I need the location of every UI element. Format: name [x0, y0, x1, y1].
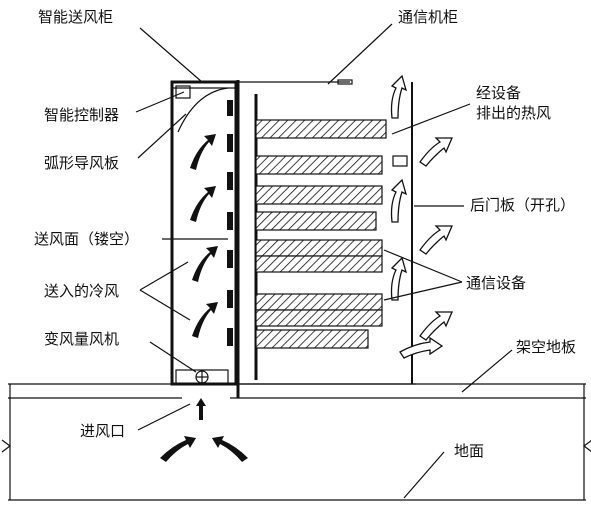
label-comm-equipment: 通信设备 — [466, 274, 526, 292]
hot-air-arrow-icon — [390, 74, 408, 119]
cold-air-arrows — [190, 134, 218, 338]
label-comm-cabinet: 通信机柜 — [398, 8, 458, 26]
vav-fan — [175, 369, 229, 385]
label-hot-air-2: 排出的热风 — [476, 104, 551, 122]
hot-air-arrow-icon — [399, 336, 444, 359]
cold-air-arrow-icon — [190, 186, 216, 222]
label-air-inlet: 进风口 — [80, 422, 125, 440]
hot-air-arrows — [390, 74, 453, 359]
hot-air-arrow-icon — [419, 311, 453, 341]
leader-lines — [135, 23, 513, 499]
inlet-arrow-icon — [160, 436, 196, 462]
label-rear-door: 后门板（开孔） — [470, 196, 575, 214]
smart-supply-cabinet — [170, 80, 238, 386]
cold-air-arrow-icon — [190, 134, 216, 170]
cold-air-arrow-icon — [192, 302, 218, 338]
label-hot-air-1: 经设备 — [476, 84, 521, 102]
label-cold-air: 送入的冷风 — [44, 282, 119, 300]
smart-controller — [175, 85, 191, 99]
inlet-arrow-icon — [196, 398, 206, 420]
arc-guide-plate — [177, 87, 229, 133]
label-vav-fan: 变风量风机 — [44, 330, 119, 348]
supply-face-perforated — [227, 100, 233, 346]
label-arc-guide: 弧形导风板 — [44, 154, 119, 172]
hot-air-arrow-icon — [390, 256, 408, 301]
label-supply-face: 送风面（镂空） — [34, 230, 139, 248]
label-smart-cabinet: 智能送风柜 — [38, 8, 113, 26]
hot-air-arrow-icon — [419, 137, 453, 167]
label-raised-floor: 架空地板 — [516, 338, 576, 356]
cold-air-arrow-icon — [192, 246, 218, 282]
floor-structure — [1, 383, 591, 501]
label-ground: 地面 — [454, 442, 484, 460]
label-controller: 智能控制器 — [44, 106, 119, 124]
comm-cabinet — [236, 79, 416, 398]
inlet-arrows — [160, 398, 248, 462]
comm-equipment — [255, 119, 387, 349]
hot-air-arrow-icon — [390, 178, 408, 223]
rear-door-holes — [392, 155, 408, 167]
hot-air-arrow-icon — [419, 225, 453, 255]
inlet-arrow-icon — [212, 436, 248, 462]
